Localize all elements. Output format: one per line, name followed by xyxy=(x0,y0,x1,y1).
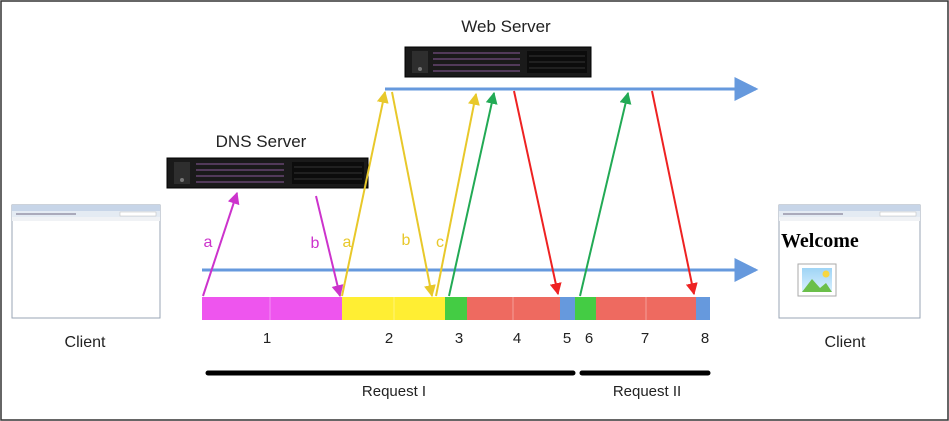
right-client-browser xyxy=(778,204,921,319)
ack-arrow xyxy=(435,92,480,297)
request-2-label: Request II xyxy=(613,383,681,400)
dns-letter-a: a xyxy=(204,234,213,251)
dns-server-label: DNS Server xyxy=(216,132,307,151)
phase-bar xyxy=(202,297,710,320)
phase-7-segment xyxy=(596,297,696,320)
phase-2-segment xyxy=(342,297,445,320)
left-client-label: Client xyxy=(65,334,106,351)
connect-letter-c: c xyxy=(436,234,444,251)
phase-6-label: 6 xyxy=(585,330,593,347)
web-server-label: Web Server xyxy=(461,17,551,36)
request-1-label: Request I xyxy=(362,383,426,400)
phase-6-segment xyxy=(575,297,596,320)
phase-5-segment xyxy=(560,297,575,320)
web-server xyxy=(404,46,592,78)
response-1-arrow xyxy=(513,90,562,296)
phase-4-segment xyxy=(467,297,560,320)
syn-arrow xyxy=(341,90,389,297)
welcome-text: Welcome xyxy=(781,230,859,252)
phase-3-segment xyxy=(445,297,467,320)
phase-1-label: 1 xyxy=(263,330,271,347)
right-client-label: Client xyxy=(825,334,866,351)
dns-server xyxy=(166,157,369,189)
phase-8-segment xyxy=(696,297,710,320)
phase-2-label: 2 xyxy=(385,330,393,347)
syn-ack-arrow xyxy=(391,91,436,298)
connect-letter-b: b xyxy=(402,232,411,249)
phase-5-label: 5 xyxy=(563,330,571,347)
phase-7-label: 7 xyxy=(641,330,649,347)
phase-4-label: 4 xyxy=(513,330,521,347)
dns-response-arrow xyxy=(315,195,344,298)
connect-letter-a: a xyxy=(343,234,352,251)
left-client-browser xyxy=(11,204,161,319)
phase-1-segment xyxy=(202,297,342,320)
dns-request-arrow xyxy=(202,191,240,297)
request-1-send-arrow xyxy=(448,91,498,297)
phase-3-label: 3 xyxy=(455,330,463,347)
phase-8-label: 8 xyxy=(701,330,709,347)
response-2-arrow xyxy=(651,90,698,296)
image-icon xyxy=(797,263,837,297)
request-2-send-arrow xyxy=(579,91,632,297)
dns-letter-b: b xyxy=(311,235,320,252)
